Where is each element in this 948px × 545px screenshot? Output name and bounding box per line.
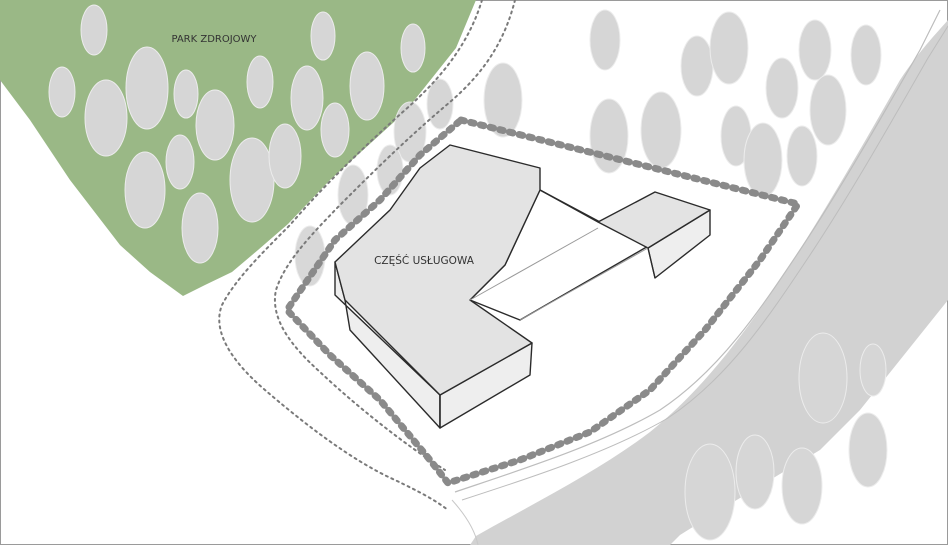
footpath-line-outer	[218, 0, 483, 511]
road-edge-line-3	[451, 499, 479, 545]
park-trees	[48, 4, 426, 264]
park-label: PARK ZDROJOWY	[171, 34, 257, 45]
building-roof-wing	[597, 191, 711, 249]
building	[334, 144, 711, 429]
west-trees	[294, 101, 427, 287]
east-trees	[426, 9, 882, 198]
road-edge-line-2	[461, 25, 948, 501]
road-edge-line	[454, 9, 941, 493]
south-trees	[684, 332, 888, 541]
footpath-line-inner	[273, 0, 516, 471]
site-boundary	[283, 116, 802, 487]
building-roof-main	[334, 144, 541, 396]
building-label: CZĘŚĆ USŁUGOWA	[374, 254, 475, 267]
